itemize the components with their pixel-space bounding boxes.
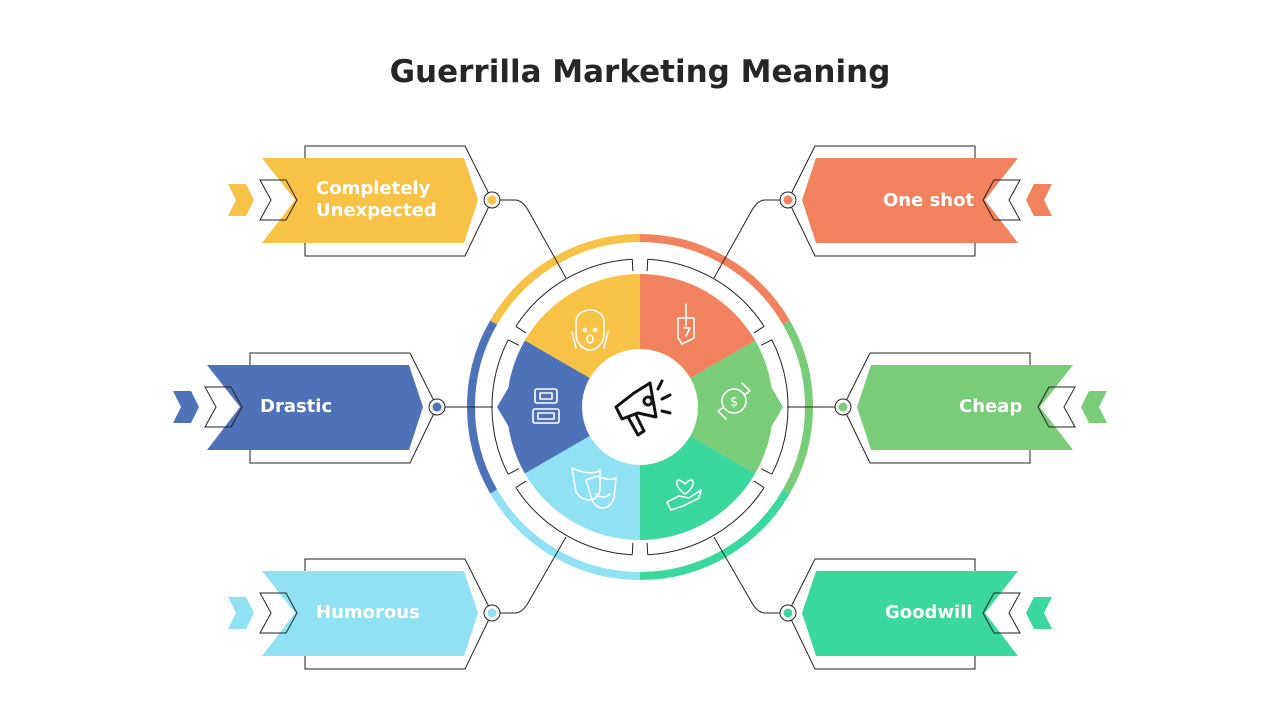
arrow-banner <box>262 158 478 243</box>
connector-line <box>713 199 780 279</box>
surprised-face-icon <box>571 309 609 351</box>
sector-point <box>770 385 783 429</box>
label-box <box>713 145 1052 279</box>
bracket-tick <box>507 468 520 475</box>
connector-dot <box>487 608 497 618</box>
connector-dot <box>487 195 497 205</box>
label-humorous: Humorous <box>316 602 420 623</box>
center-wheel: $ <box>467 234 813 580</box>
connector-line <box>713 536 780 614</box>
outer-ring-segment <box>639 234 790 325</box>
connector-dot <box>783 608 793 618</box>
bracket-tick <box>515 480 527 489</box>
megaphone-icon <box>614 379 672 437</box>
outer-ring-segment <box>490 234 641 325</box>
theater-masks-icon <box>571 467 617 509</box>
money-cycle-icon: $ <box>717 382 751 420</box>
arrow-banner <box>802 158 1018 243</box>
bracket-tick <box>646 542 649 555</box>
chevron-icon <box>228 597 254 629</box>
laptop-icon <box>532 388 560 424</box>
chevron-outline-icon <box>1037 386 1076 428</box>
arrow-banner <box>802 571 1018 656</box>
label-boxes <box>173 145 1107 670</box>
inner-bracket-arc <box>515 487 633 556</box>
arrow-banner <box>207 365 423 450</box>
chevron-icon <box>1081 391 1107 423</box>
chevron-icon <box>1026 597 1052 629</box>
label-box <box>713 536 1052 670</box>
page-title: Guerrilla Marketing Meaning <box>389 54 891 90</box>
bracket-tick <box>507 339 520 346</box>
bracket-tick <box>631 259 634 272</box>
label-box <box>173 352 493 464</box>
sector-point <box>497 385 510 429</box>
label-box <box>228 145 567 279</box>
inner-bracket-arc <box>515 258 633 327</box>
chevron-icon <box>173 391 199 423</box>
connector-dot <box>432 402 442 412</box>
wheel-sector <box>507 340 640 474</box>
label-goodwill: Goodwill <box>885 602 973 623</box>
chevron-outline-icon <box>259 592 298 634</box>
bracket-tick <box>760 468 773 475</box>
inner-bracket-arc <box>647 487 765 556</box>
inner-bracket-arc <box>647 258 765 327</box>
outer-ring-segment <box>490 489 641 580</box>
bracket-tick <box>760 339 773 346</box>
chevron-outline-icon <box>204 386 243 428</box>
arrow-banner <box>262 571 478 656</box>
label-drastic: Drastic <box>260 396 333 417</box>
chevron-outline-icon <box>982 592 1021 634</box>
chevron-outline-icon <box>982 179 1021 221</box>
label-completely-unexpected: Completely Unexpected <box>316 178 437 221</box>
bracket-tick <box>631 542 634 555</box>
connector-dot <box>783 195 793 205</box>
connector-line <box>500 199 567 279</box>
wheel-sector <box>640 340 774 474</box>
heart-hand-icon <box>666 479 702 511</box>
label-box <box>787 352 1107 464</box>
bracket-tick <box>515 325 527 334</box>
label-one-shot: One shot <box>883 190 975 211</box>
arrow-banner <box>857 365 1073 450</box>
outer-ring-segment <box>639 489 790 580</box>
chevron-outline-icon <box>259 179 298 221</box>
label-box <box>228 536 567 670</box>
bracket-tick <box>753 325 765 334</box>
connector-dot <box>838 402 848 412</box>
bracket-tick <box>753 480 765 489</box>
svg-text:$: $ <box>730 395 738 410</box>
label-cheap: Cheap <box>959 396 1023 417</box>
bracket-tick <box>646 259 649 272</box>
one-finger-hand-icon <box>677 303 695 345</box>
chevron-icon <box>1026 184 1052 216</box>
connector-line <box>500 536 567 614</box>
center-circle <box>582 349 698 465</box>
chevron-icon <box>228 184 254 216</box>
